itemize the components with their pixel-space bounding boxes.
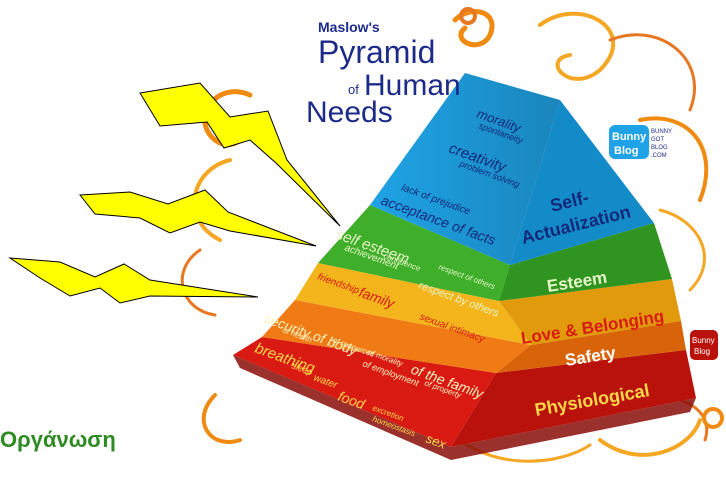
self-side bbox=[510, 100, 654, 265]
title-line-4: Needs bbox=[306, 96, 393, 129]
physiological-side bbox=[451, 350, 696, 447]
title-line-3a: of bbox=[348, 82, 359, 97]
svg-text:BUNNY: BUNNY bbox=[651, 129, 672, 135]
svg-text:Blog: Blog bbox=[694, 347, 710, 356]
lightning-bolt-icon bbox=[8, 257, 259, 304]
svg-text:Blog: Blog bbox=[614, 145, 638, 157]
caption-heading: Οργάνωση bbox=[0, 427, 116, 452]
esteem-side bbox=[499, 223, 672, 301]
safety-side bbox=[496, 321, 686, 373]
bunny-blog-logo: Bunny Blog BUNNY GOT BLOG .COM Bunny Blo… bbox=[609, 125, 718, 360]
lightning-bolts bbox=[8, 82, 341, 304]
love-side bbox=[499, 279, 681, 345]
esteem-front bbox=[318, 205, 510, 301]
pyramid-title: Maslow's Pyramid of Human Needs bbox=[306, 19, 461, 129]
svg-text:BLOG: BLOG bbox=[651, 145, 668, 151]
pyramid bbox=[233, 73, 696, 460]
svg-text:sex: sex bbox=[424, 431, 449, 452]
lightning-bolt-icon bbox=[79, 189, 317, 247]
title-line-2: Pyramid bbox=[318, 34, 435, 70]
svg-text:GOT: GOT bbox=[651, 137, 664, 143]
lightning-bolt-icon bbox=[139, 82, 341, 227]
love-front bbox=[295, 263, 531, 345]
physiological-front bbox=[233, 337, 496, 447]
svg-text:.COM: .COM bbox=[651, 153, 667, 159]
svg-text:Bunny: Bunny bbox=[612, 131, 647, 143]
title-line-3b: Human bbox=[364, 69, 461, 102]
svg-text:Bunny: Bunny bbox=[692, 336, 715, 345]
title-line-1: Maslow's bbox=[318, 19, 380, 35]
safety-front bbox=[262, 300, 531, 373]
